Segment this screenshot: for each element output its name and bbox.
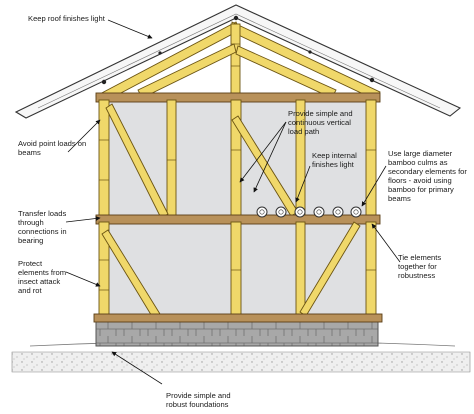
label-internal-finishes: Keep internal finishes light <box>312 151 359 169</box>
label-vertical-load-path: Provide simple and continuous vertical l… <box>288 109 355 136</box>
label-point-loads: Avoid point loads on beams <box>18 139 88 157</box>
roof-truss <box>95 21 381 105</box>
sole-plate <box>93 313 383 323</box>
leader-lines <box>65 19 401 385</box>
label-protect: Protect elements from insect attack and … <box>18 259 68 295</box>
label-foundations: Provide simple and robust foundations <box>166 391 233 409</box>
annotations: Keep roof finishes light Avoid point loa… <box>18 14 469 409</box>
label-transfer-loads: Transfer loads through connections in be… <box>18 209 69 245</box>
label-roof: Keep roof finishes light <box>28 14 106 23</box>
stone-foundation <box>95 319 379 347</box>
roof <box>14 4 462 119</box>
label-bamboo-culms: Use large diameter bamboo culms as secon… <box>388 149 469 203</box>
label-tie-elements: Tie elements together for robustness <box>398 253 443 280</box>
upper-storey-bamboo <box>98 99 377 219</box>
floor-culms <box>256 206 362 218</box>
